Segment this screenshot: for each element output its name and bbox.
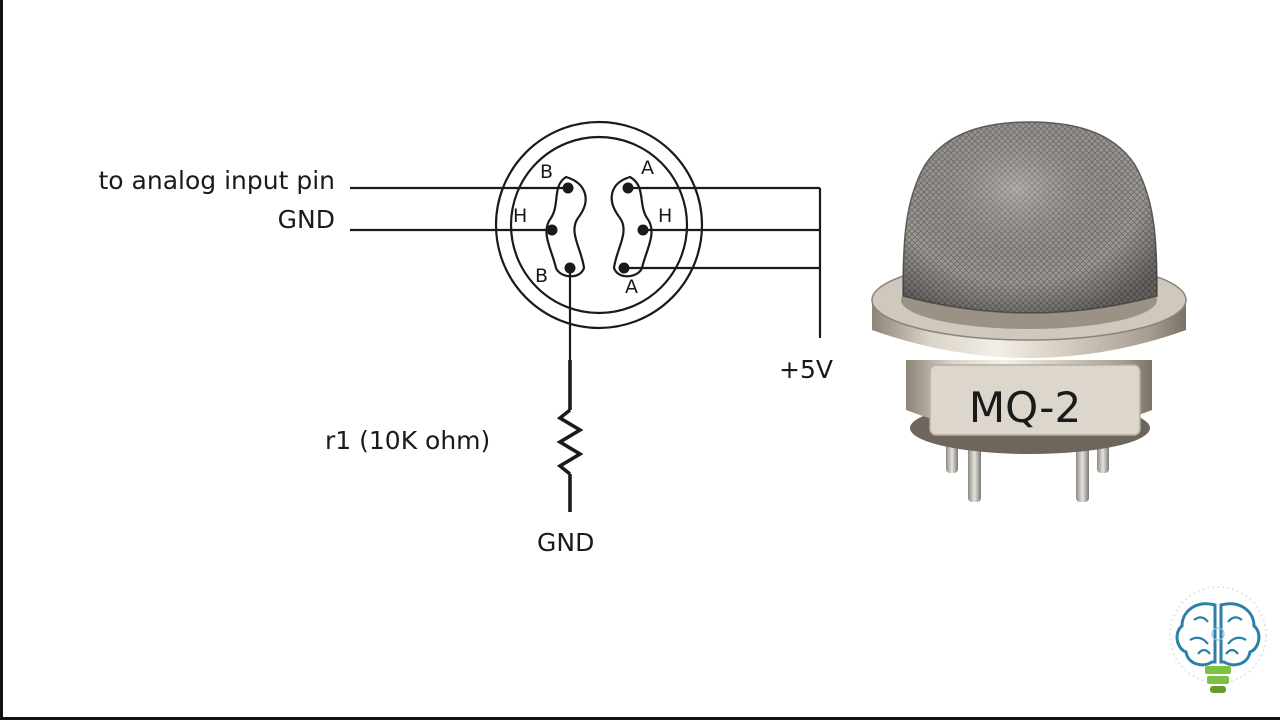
label-gnd-top: GND — [278, 205, 335, 234]
sensor-model-label: MQ-2 — [969, 383, 1081, 432]
pin-dot-left-mid — [546, 224, 558, 236]
resistor-zigzag — [556, 408, 584, 476]
pin-dot-right-top — [622, 182, 634, 194]
pin-label-right-mid: H — [658, 205, 672, 227]
frame-border-left — [0, 0, 3, 720]
sensor-pin — [968, 440, 981, 502]
signal-labels: to analog input pin GND +5V r1 (10K ohm)… — [99, 166, 833, 557]
sensor-inner-circle — [509, 135, 689, 315]
sensor-label-plate — [929, 364, 1141, 436]
mq2-sensor-image: MQ-2 — [871, 121, 1187, 502]
mesh-dome-shading — [903, 122, 1157, 313]
electrode-right — [610, 175, 653, 278]
label-vcc: +5V — [779, 355, 833, 384]
pin-dots — [546, 182, 649, 274]
brain-bulb-icon — [1169, 586, 1267, 693]
pin-dot-left-bottom — [564, 262, 576, 274]
schematic — [350, 120, 822, 512]
pin-dot-right-bottom — [618, 262, 630, 274]
pin-dot-right-mid — [637, 224, 649, 236]
label-gnd-bottom: GND — [537, 528, 594, 557]
sensor-pin — [1076, 440, 1089, 502]
frame-border-bottom — [0, 717, 1280, 720]
pin-dot-left-top — [562, 182, 574, 194]
label-analog-input: to analog input pin — [99, 166, 336, 195]
pin-label-right-bottom: A — [625, 276, 638, 298]
pin-labels: B H B A H A — [513, 157, 672, 298]
pin-label-left-top: B — [540, 161, 553, 183]
pin-label-left-mid: H — [513, 205, 527, 227]
pin-label-right-top: A — [641, 157, 654, 179]
label-resistor: r1 (10K ohm) — [325, 426, 490, 455]
sensor-outer-circle — [494, 120, 704, 330]
pin-label-left-bottom: B — [535, 265, 548, 287]
